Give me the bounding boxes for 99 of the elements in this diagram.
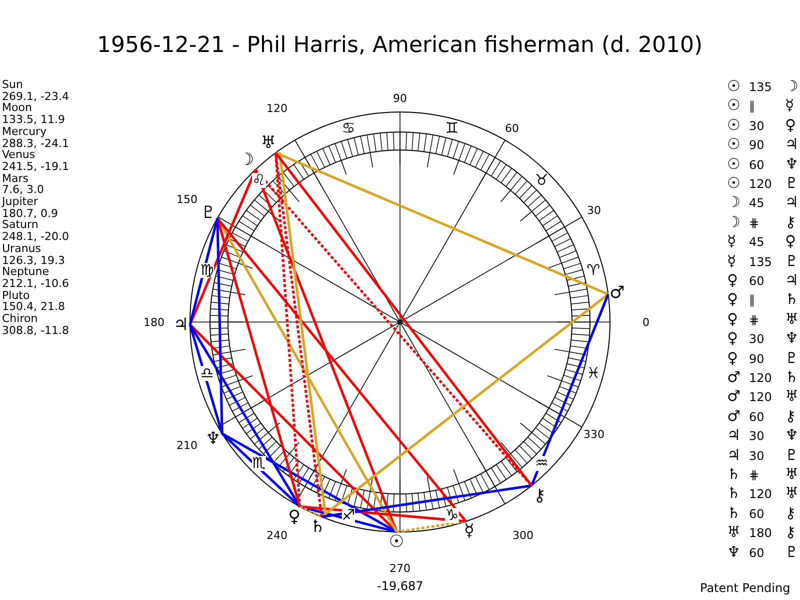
aspect-line xyxy=(188,169,257,326)
planet-name: Saturn xyxy=(2,219,38,230)
planet-glyph: ♅ xyxy=(259,132,278,153)
aspect-entry: ☿ 135 ♇ xyxy=(727,254,798,269)
zodiac-sign: ♈ xyxy=(586,262,600,278)
planet-glyph: ☉ xyxy=(388,532,406,552)
aspect-entry: ♀ 60 ♃ xyxy=(727,273,798,288)
aspect-entry: ♆ 60 ♇ xyxy=(727,544,798,560)
degree-label: 120 xyxy=(266,103,288,114)
aspect-entry: ☉ 60 ♆ xyxy=(727,156,798,172)
aspect-entry: ♀ 30 ♆ xyxy=(727,331,798,346)
planet-name: Moon xyxy=(2,102,32,114)
aspect-line xyxy=(300,505,466,523)
aspect-entry: ☽ 45 ♃ xyxy=(727,195,798,210)
aspect-line xyxy=(254,169,398,532)
planet-position: 241.5, -19.1 xyxy=(2,160,69,172)
planet-name: Chiron xyxy=(2,313,38,324)
degree-label: 270 xyxy=(390,562,410,574)
aspect-line xyxy=(216,218,224,434)
aspect-entry: ☿ 45 ♀ xyxy=(727,234,796,250)
planet-position: 180.7, 0.9 xyxy=(2,208,58,219)
degree-label: 210 xyxy=(176,440,198,450)
planet-name: Mercury xyxy=(2,126,47,137)
planet-position: 133.5, 11.9 xyxy=(2,114,65,126)
aspect-line xyxy=(188,324,224,434)
planet-position: 126.3, 19.3 xyxy=(2,254,65,266)
degree-label: 60 xyxy=(505,122,519,134)
planet-position: 212.1, -10.6 xyxy=(2,278,69,289)
aspect-entry: ☽ ⋕ ⚷ xyxy=(727,214,796,230)
planet-glyph: ♇ xyxy=(199,203,218,224)
planet-position: 248.1, -20.0 xyxy=(2,231,69,242)
aspect-line xyxy=(222,432,398,534)
aspect-entry: ♂ 120 ♅ xyxy=(727,389,798,404)
aspect-entry: ♅ 180 ⚷ xyxy=(727,525,796,540)
aspect-line xyxy=(299,505,322,518)
degree-label: 90 xyxy=(393,92,407,104)
planet-position: 269.1, -23.4 xyxy=(2,90,69,102)
planet-position: 288.3, -24.1 xyxy=(2,138,69,148)
planet-glyph: ♃ xyxy=(172,314,190,335)
aspect-entry: ☉ ∥ ☿ xyxy=(727,98,794,114)
aspect-entry: ♀ 90 ♇ xyxy=(727,350,798,366)
aspect-entry: ♀ ∥ ♄ xyxy=(727,292,798,308)
zodiac-sign: ♏ xyxy=(252,456,266,471)
aspect-entry: ☉ 135 ☽ xyxy=(727,79,798,94)
planet-name: Venus xyxy=(2,149,36,160)
zodiac-sign: ♎ xyxy=(200,366,214,382)
numeric-label: -19,687 xyxy=(377,580,424,592)
planet-position: 308.8, -11.8 xyxy=(2,324,69,336)
aspect-line xyxy=(221,432,301,508)
degree-label: 180 xyxy=(144,316,164,328)
aspect-line xyxy=(322,484,532,518)
patent-notice: Patent Pending xyxy=(700,582,790,594)
planet-position: 7.6, 3.0 xyxy=(2,184,44,196)
planet-name: Mars xyxy=(2,172,28,184)
zodiac-sign: ♐ xyxy=(342,508,356,523)
degree-label: 150 xyxy=(176,194,198,204)
planet-name: Sun xyxy=(2,79,23,90)
aspect-entry: ♄ 120 ♅ xyxy=(727,486,798,502)
degree-label: 330 xyxy=(583,428,604,440)
aspect-entry: ♃ 30 ♇ xyxy=(727,448,798,463)
aspect-entry: ♄ ⋕ ♅ xyxy=(727,467,798,482)
degree-label: 300 xyxy=(512,530,534,541)
planet-glyph: ☽ xyxy=(237,150,256,170)
aspect-entry: ♀ ⋕ ♅ xyxy=(727,312,798,327)
aspect-line xyxy=(275,152,609,296)
planet-glyph: ♄ xyxy=(308,516,327,537)
aspect-line xyxy=(396,520,466,534)
planet-name: Neptune xyxy=(2,266,50,278)
degree-label: 0 xyxy=(642,316,650,328)
aspect-line xyxy=(216,218,301,507)
planet-glyph: ♆ xyxy=(204,429,222,450)
chart-title: 1956-12-21 - Phil Harris, American fisherman (d. 2010) xyxy=(97,35,703,57)
aspect-line xyxy=(216,217,467,522)
planet-glyph: ☿ xyxy=(460,521,478,542)
aspect-line xyxy=(320,293,609,518)
aspect-line xyxy=(530,294,610,486)
aspect-entry: ♂ 60 ⚷ xyxy=(727,408,796,424)
aspect-line xyxy=(188,218,219,325)
zodiac-sign: ♌ xyxy=(252,173,266,188)
planet-glyph: ♀ xyxy=(285,506,304,527)
aspect-entry: ☉ 30 ♀ xyxy=(727,118,796,133)
degree-label: 240 xyxy=(266,530,288,541)
aspect-entry: ♂ 120 ♄ xyxy=(727,370,798,385)
zodiac-sign: ♍ xyxy=(200,262,214,278)
aspect-entry: ☉ 120 ♇ xyxy=(727,176,798,191)
aspect-entry: ♃ 30 ♆ xyxy=(727,428,798,444)
zodiac-sign: ♉ xyxy=(534,173,548,188)
aspect-entry: ♄ 60 ⚷ xyxy=(727,506,796,521)
planet-glyph: ♂ xyxy=(608,283,626,304)
degree-label: 30 xyxy=(586,204,601,216)
planet-name: Jupiter xyxy=(2,196,38,207)
zodiac-sign: ♒ xyxy=(534,456,548,471)
planet-name: Pluto xyxy=(2,290,30,301)
aspect-entry: ☉ 90 ♃ xyxy=(727,137,798,152)
planet-position: 150.4, 21.8 xyxy=(2,301,65,312)
planet-name: Uranus xyxy=(2,242,41,254)
planet-glyph: ⚷ xyxy=(530,486,549,506)
aspect-line xyxy=(274,152,302,507)
zodiac-sign: ♑ xyxy=(445,508,459,523)
